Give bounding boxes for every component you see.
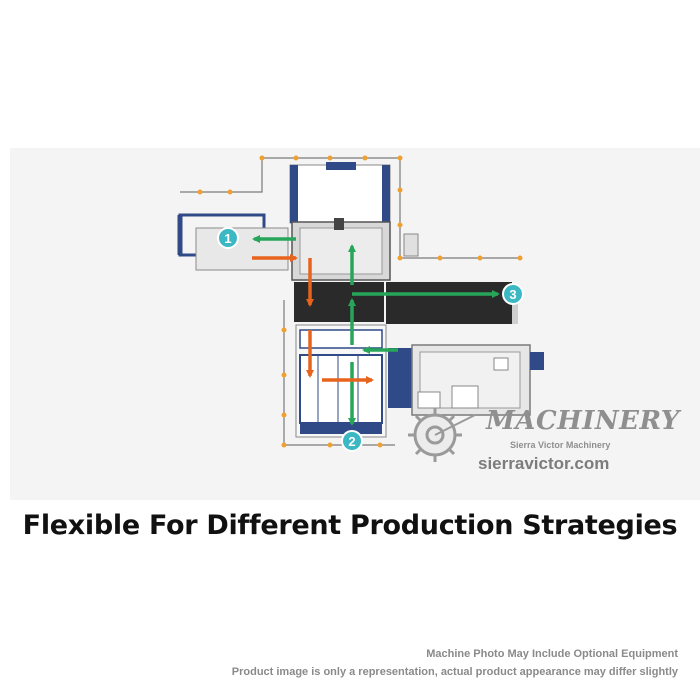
- sorting-unit-lower: [295, 324, 387, 438]
- laser-cutter-upper: [289, 162, 391, 281]
- fence-posts: [197, 155, 523, 448]
- orange-flow-arrows: [252, 254, 374, 384]
- loading-station-left: [177, 213, 289, 271]
- watermark-url: sierravictor.com: [478, 454, 610, 473]
- marker-2-label: 2: [348, 434, 355, 449]
- station-marker-1: 1: [217, 227, 239, 249]
- station-marker-3: 3: [502, 283, 524, 305]
- storage-tower-right: [388, 344, 544, 416]
- side-cabinet: [403, 233, 419, 257]
- green-flow-arrows: [252, 235, 500, 426]
- watermark-word: MACHINERY: [486, 406, 680, 436]
- watermark-subtitle: Sierra Victor Machinery: [510, 440, 611, 450]
- station-marker-2: 2: [341, 430, 363, 452]
- headline: Flexible For Different Production Strate…: [22, 510, 678, 541]
- disclaimer-line-2: Product image is only a representation, …: [231, 666, 678, 678]
- marker-3-label: 3: [509, 287, 516, 302]
- disclaimer-line-1: Machine Photo May Include Optional Equip…: [426, 648, 678, 660]
- conveyor-band: [294, 282, 518, 324]
- gear-icon: [408, 408, 476, 462]
- marker-1-label: 1: [224, 231, 231, 246]
